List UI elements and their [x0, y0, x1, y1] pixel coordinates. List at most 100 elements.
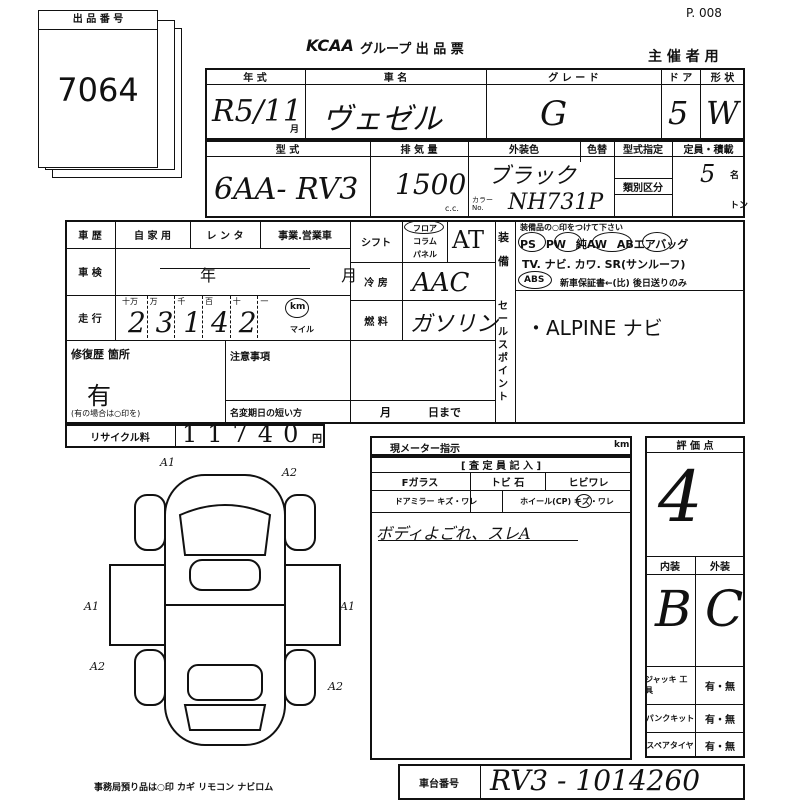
repair-value: 有	[87, 382, 111, 410]
mileage-digit: 4	[211, 306, 229, 339]
equipment-line3: 新車保証書←(比) 後日送りのみ	[560, 279, 687, 289]
tool-puncture-label: パンクキット	[645, 713, 695, 723]
type-label: 型 式	[275, 144, 300, 156]
color-value: ブラック	[488, 164, 577, 189]
model-label: 車 名	[383, 72, 408, 84]
history-business[interactable]: 事業.営業車	[278, 230, 332, 242]
inspector-title: [ 査 定 員 記 入 ]	[460, 460, 542, 472]
row2-box	[205, 140, 745, 218]
car-diagram[interactable]	[80, 455, 370, 775]
repair-label: 修復歴 箇所	[71, 348, 130, 361]
shift-floor-circle	[404, 220, 444, 234]
repair-cell: 修復歴 箇所 有 (有の場合は○印を)	[65, 340, 225, 424]
lot-box: 出 品 番 号 7064	[38, 10, 158, 168]
fglass-label[interactable]: Fガラス	[401, 477, 439, 489]
recycle-unit: 円	[312, 434, 322, 445]
aw-circle	[592, 232, 632, 252]
grade-label: グ レ ー ド	[548, 72, 599, 84]
deadline-month: 月	[380, 406, 391, 419]
ps-circle	[518, 232, 546, 252]
interior-value: B	[655, 580, 692, 638]
mileage-digit: 1	[183, 306, 202, 339]
mileage-digit: 2	[128, 306, 146, 339]
designation-label: 型式指定	[623, 144, 663, 156]
meter-unit: km	[614, 440, 630, 450]
mileage-unit: 千	[177, 297, 186, 306]
mileage-label: 走 行	[78, 314, 102, 325]
color-code-label: カラー No.	[472, 196, 493, 212]
diagram-mark: A2	[90, 660, 105, 673]
tobi-label[interactable]: トビ 石	[490, 477, 525, 489]
comment-underline	[378, 540, 578, 541]
main-box	[65, 220, 745, 424]
shift-label: シフト	[361, 237, 391, 249]
inspection-label: 車 検	[78, 268, 102, 279]
grade-value: G	[540, 94, 568, 134]
repair-note: (有の場合は○印を)	[71, 409, 141, 418]
recycle-box	[65, 424, 325, 448]
sales-point-label: セールスポイント	[498, 301, 508, 403]
shift-option-panel[interactable]: パネル	[413, 250, 437, 259]
deadline-day: 日まで	[428, 406, 461, 419]
diagram-mark: A1	[84, 600, 99, 613]
office-items-label: 事務局預り品は○印 カギ リモコン ナビロム	[94, 783, 274, 793]
mileage-unit: 万	[149, 297, 158, 306]
lot-label: 出 品 番 号	[39, 11, 157, 30]
color-label: 外装色	[509, 144, 539, 156]
brand-logo: KCAA	[306, 36, 354, 55]
exterior-value: C	[705, 580, 744, 638]
tool-spare-value[interactable]: 有・無	[705, 741, 735, 753]
ab-circle	[642, 232, 672, 252]
form-title: グループ 出 品 票	[360, 42, 464, 57]
deadline-label: 名変期日の短い方	[230, 409, 303, 419]
tool-puncture-value[interactable]: 有・無	[705, 714, 735, 726]
inspection-strike	[160, 268, 310, 269]
score-value: 4	[658, 456, 703, 538]
mileage-unit: 百	[205, 297, 214, 306]
equipment-note: 装備品の○印をつけて下さい	[520, 223, 623, 232]
page-number: P. 008	[686, 6, 722, 20]
wheel-label[interactable]: ホイール(CP) キズ・ワレ	[520, 496, 614, 506]
recycle-value: 11740	[182, 420, 309, 448]
km-unit[interactable]: km	[290, 302, 306, 312]
shape-value: W	[706, 94, 739, 132]
wheel-kizu-circle	[576, 494, 592, 508]
remarks-label: 注意事項	[230, 352, 270, 363]
year-value: R5/11	[212, 94, 302, 129]
tool-jack-value[interactable]: 有・無	[705, 681, 735, 693]
mirror-label[interactable]: ドアミラー キズ・ワレ	[394, 496, 478, 506]
doors-value: 5	[668, 94, 689, 132]
shift-option-column[interactable]: コラム	[413, 237, 437, 246]
chassis-label: 車台番号	[419, 778, 459, 790]
hibi-label[interactable]: ヒビワレ	[568, 477, 609, 489]
inspector-box	[370, 456, 632, 760]
ac-value: AAC	[412, 268, 470, 298]
capacity-unit: 名	[730, 171, 740, 181]
shape-label: 形 状	[710, 72, 735, 84]
cc-value: 1500	[395, 168, 467, 201]
cc-unit: c.c.	[445, 204, 459, 213]
model-value: ヴェゼル	[322, 102, 442, 137]
chassis-box	[398, 764, 745, 800]
history-private[interactable]: 自 家 用	[134, 230, 171, 242]
organizer-label: 主 催 者 用	[648, 49, 719, 65]
year-month-unit: 月	[290, 125, 300, 135]
year-label: 年 式	[243, 72, 267, 84]
exterior-label: 外装	[710, 561, 730, 573]
mileage-digit: 3	[155, 306, 174, 339]
fuel-label: 燃 料	[364, 316, 388, 328]
chassis-value: RV3 - 1014260	[490, 764, 701, 797]
mile-unit[interactable]: マイル	[290, 325, 314, 334]
history-rental[interactable]: レ ン タ	[206, 230, 244, 242]
mileage-digit: 2	[238, 306, 257, 339]
tool-jack-label: ジャッキ 工具	[645, 675, 688, 695]
mileage-unit: 十	[232, 297, 241, 306]
inspection-value: 年 月	[200, 266, 418, 285]
mileage-slot: 一	[258, 296, 285, 338]
mileage-unit: 十万	[122, 297, 138, 306]
